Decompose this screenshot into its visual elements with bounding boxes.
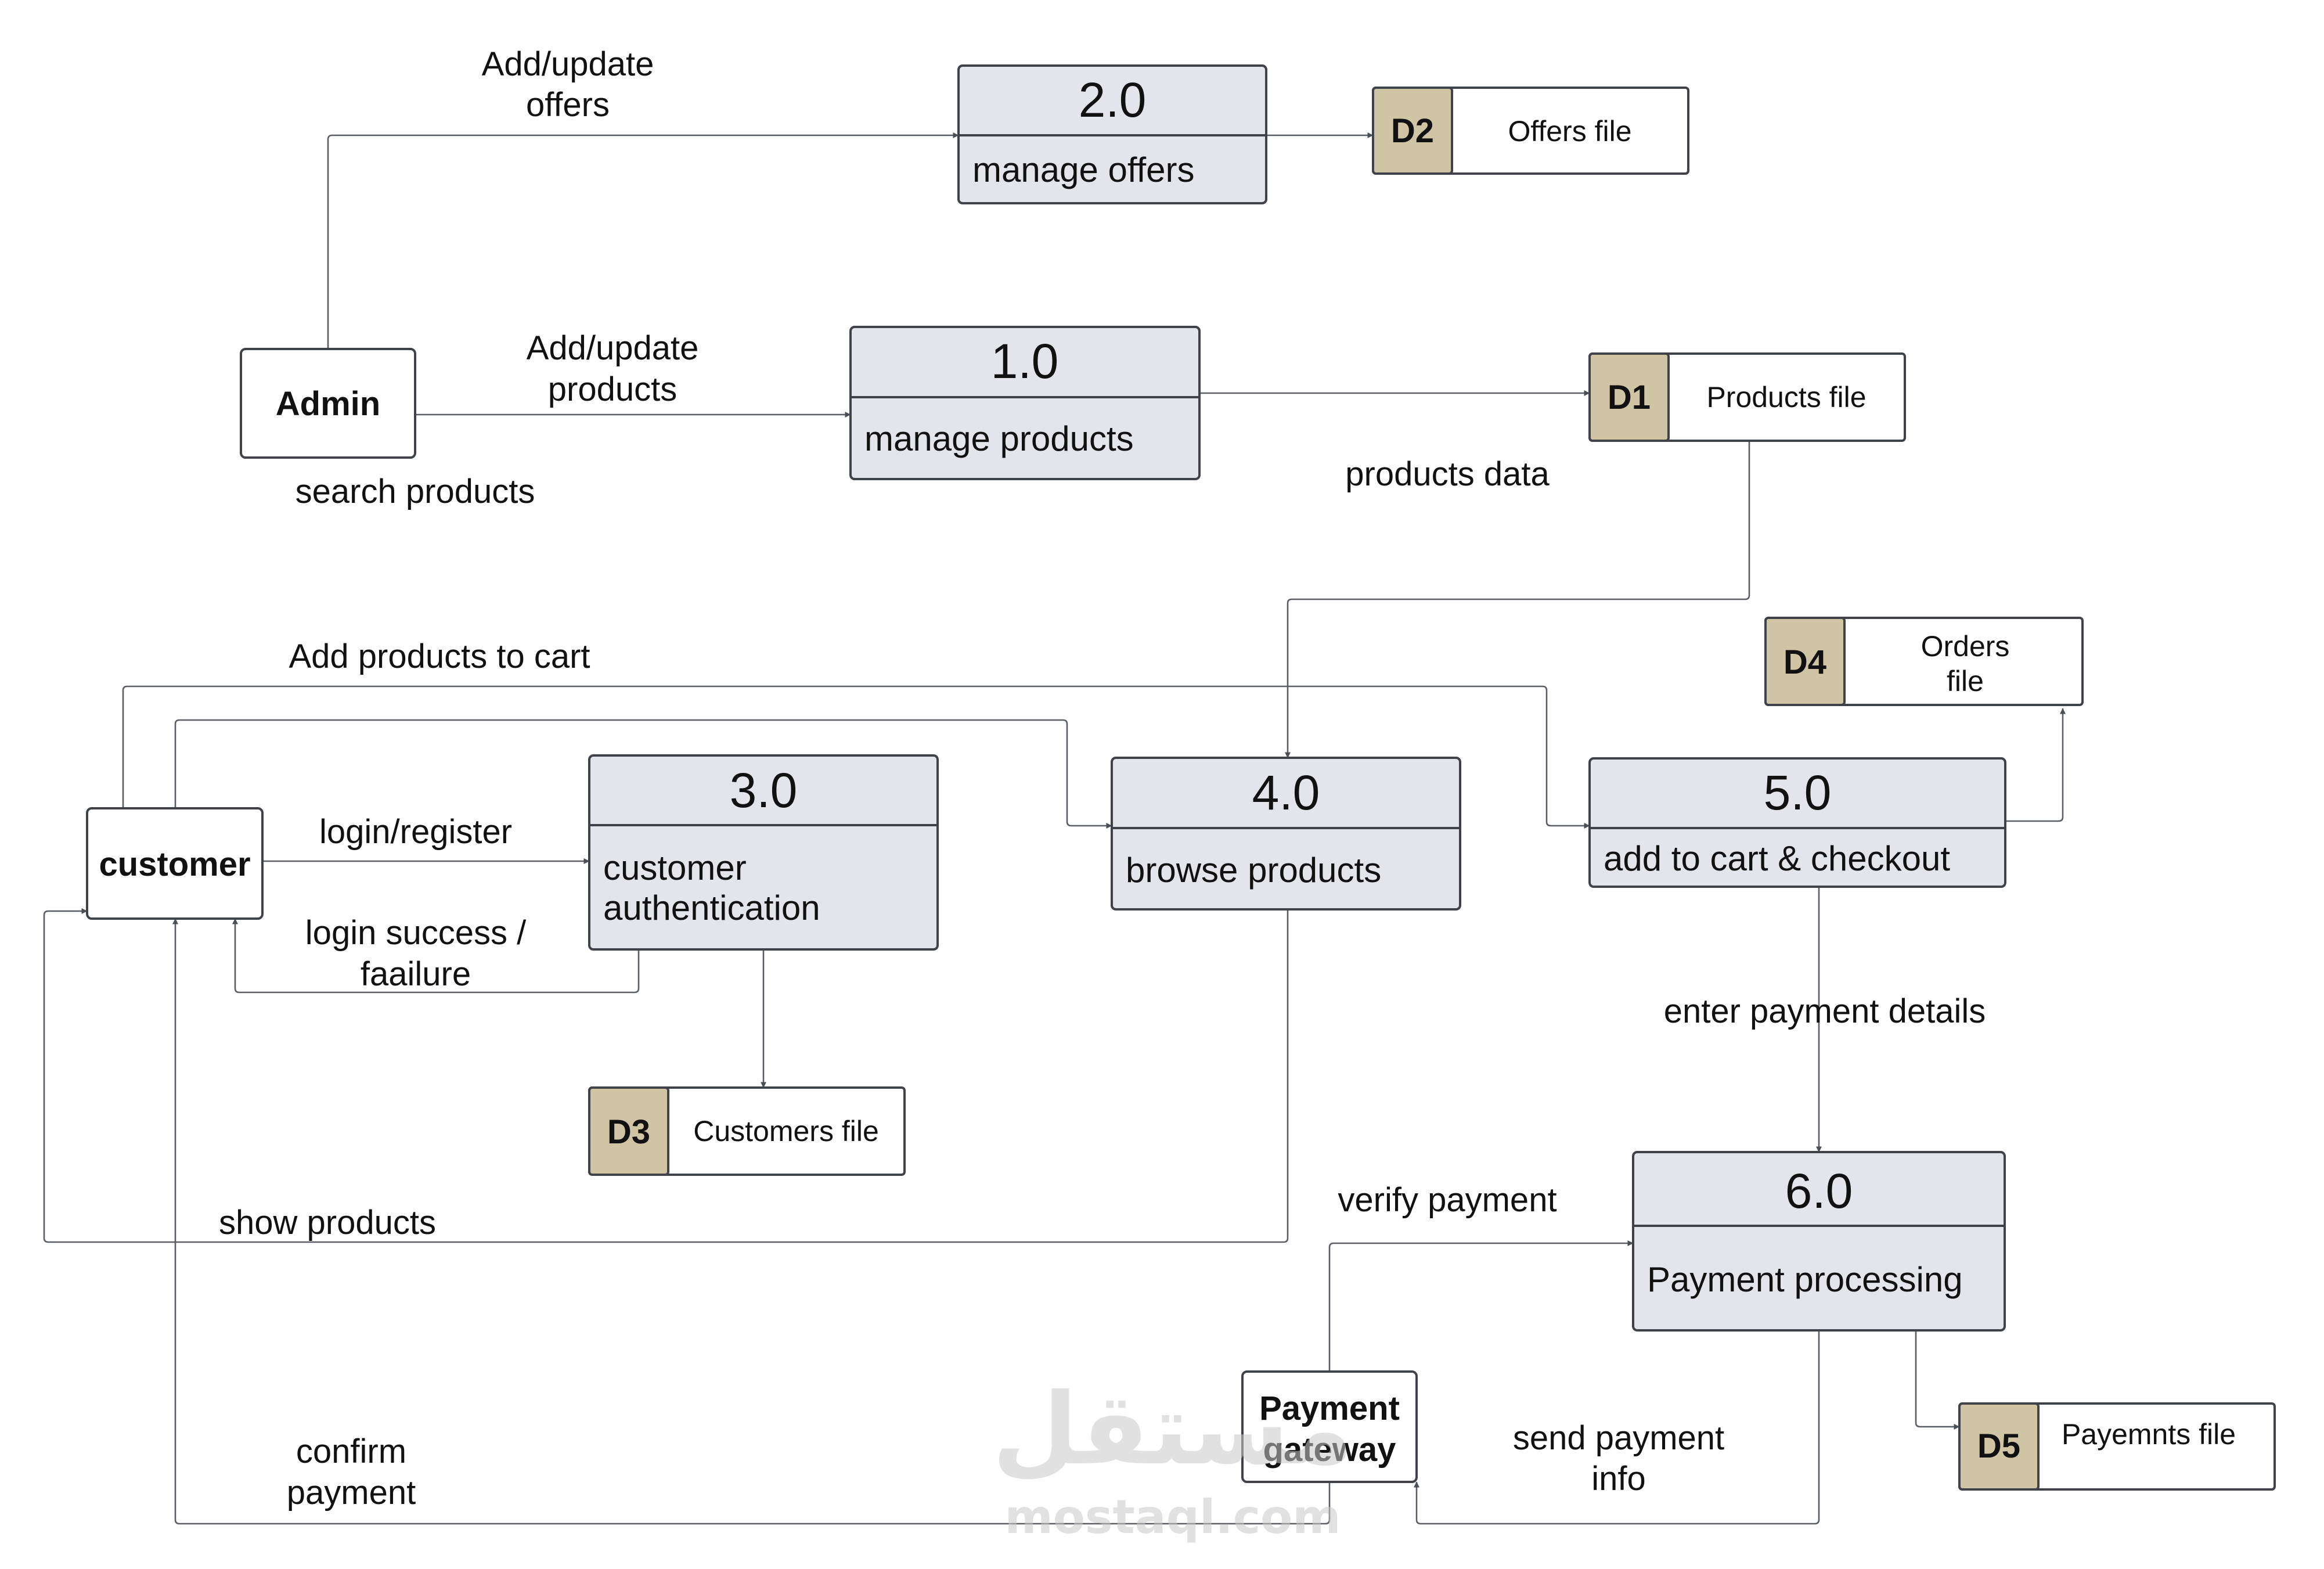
process-box bbox=[849, 326, 1201, 480]
store-name: Offers file bbox=[1508, 115, 1631, 147]
label-login-result-2: faailure bbox=[361, 955, 471, 993]
flow-gateway-to-payment bbox=[1328, 1240, 1634, 1372]
label-add-update-offers-2: offers bbox=[526, 86, 610, 124]
label-add-update-products-2: products bbox=[548, 370, 677, 408]
watermark-arabic: مستقل bbox=[992, 1372, 1353, 1487]
process-number: 6.0 bbox=[1785, 1164, 1853, 1218]
entity-label-line1: Payment bbox=[1259, 1390, 1400, 1427]
flow-browse-to-customer bbox=[43, 908, 1289, 1243]
process-number: 4.0 bbox=[1252, 765, 1320, 820]
process-2-0: 2.0 manage offers bbox=[957, 64, 1267, 204]
process-number: 1.0 bbox=[991, 334, 1059, 388]
process-name: browse products bbox=[1126, 851, 1381, 890]
store-d1: D1 Products file bbox=[1588, 352, 1906, 442]
label-confirm-payment-1: confirm bbox=[296, 1433, 406, 1470]
label-show-products: show products bbox=[219, 1204, 436, 1241]
process-box bbox=[1588, 757, 2006, 888]
label-login-result-1: login success / bbox=[305, 914, 527, 952]
entity-payment-gateway: Payment gateway bbox=[1241, 1370, 1418, 1483]
process-name-line1: customer bbox=[603, 848, 747, 887]
process-name: add to cart & checkout bbox=[1604, 839, 1950, 878]
entity-customer: customer bbox=[86, 807, 264, 920]
flow-payment-to-gateway bbox=[1414, 1330, 1820, 1525]
store-id: D2 bbox=[1391, 112, 1434, 150]
store-d4: D4 Orders file bbox=[1764, 617, 2084, 706]
label-add-update-products-1: Add/update bbox=[527, 329, 699, 367]
flow-admin-to-manage-offers bbox=[327, 132, 959, 349]
process-name-line2: authentication bbox=[603, 888, 820, 927]
process-4-0: 4.0 browse products bbox=[1111, 757, 1461, 911]
process-box bbox=[1632, 1151, 2006, 1332]
process-1-0: 1.0 manage products bbox=[849, 326, 1201, 480]
process-number: 3.0 bbox=[730, 763, 798, 818]
flow-d1-to-browse-products bbox=[1285, 441, 1750, 758]
watermark-latin: mostaql.com bbox=[1005, 1490, 1341, 1544]
process-number: 2.0 bbox=[1079, 73, 1147, 127]
store-id: D1 bbox=[1608, 379, 1651, 416]
process-name: Payment processing bbox=[1647, 1260, 1963, 1299]
process-name: manage offers bbox=[972, 150, 1194, 189]
process-5-0: 5.0 add to cart & checkout bbox=[1588, 757, 2006, 888]
store-name: Payemnts file bbox=[2062, 1418, 2236, 1451]
entity-label: Admin bbox=[276, 385, 380, 423]
store-id: D5 bbox=[1977, 1427, 2020, 1465]
entity-admin: Admin bbox=[240, 348, 416, 459]
flow-checkout-to-d4 bbox=[2005, 708, 2066, 822]
label-verify-payment: verify payment bbox=[1338, 1181, 1556, 1219]
flow-lines bbox=[43, 132, 2066, 1525]
store-name: Products file bbox=[1706, 381, 1866, 413]
flow-authentication-to-customer bbox=[232, 918, 640, 994]
label-confirm-payment-2: payment bbox=[287, 1474, 416, 1512]
flow-payment-to-d5 bbox=[1915, 1330, 1960, 1430]
entity-label: customer bbox=[99, 845, 250, 883]
process-name: manage products bbox=[864, 419, 1134, 458]
entity-label-line2: gateway bbox=[1263, 1431, 1396, 1469]
process-3-0: 3.0 customer authentication bbox=[588, 754, 939, 951]
process-box bbox=[588, 754, 939, 951]
label-send-payment-2: info bbox=[1591, 1460, 1646, 1498]
process-box bbox=[1111, 757, 1461, 911]
store-name-line1: Orders bbox=[1921, 630, 2010, 663]
store-d3: D3 Customers file bbox=[588, 1086, 906, 1176]
watermark: مستقل mostaql.com bbox=[992, 1372, 1353, 1544]
store-id: D3 bbox=[607, 1113, 650, 1151]
store-id: D4 bbox=[1783, 643, 1826, 681]
flow-customer-to-browse-products bbox=[174, 719, 1112, 829]
flow-labels: Add/update offers Add/update products se… bbox=[219, 45, 1986, 1512]
store-d2: D2 Offers file bbox=[1372, 87, 1689, 175]
store-name-line2: file bbox=[1947, 665, 1984, 697]
process-number: 5.0 bbox=[1764, 765, 1832, 820]
label-add-to-cart: Add products to cart bbox=[289, 638, 590, 675]
label-search-products: search products bbox=[296, 473, 535, 510]
store-name: Customers file bbox=[693, 1115, 879, 1147]
flow-gateway-to-customer bbox=[172, 918, 1331, 1525]
label-products-data: products data bbox=[1345, 455, 1550, 493]
flow-customer-to-add-to-cart bbox=[122, 685, 1590, 829]
label-add-update-offers-1: Add/update bbox=[482, 45, 654, 83]
label-enter-payment: enter payment details bbox=[1664, 992, 1986, 1030]
process-6-0: 6.0 Payment processing bbox=[1632, 1151, 2006, 1332]
label-send-payment-1: send payment bbox=[1513, 1419, 1724, 1457]
store-d5: D5 Payemnts file bbox=[1958, 1402, 2276, 1491]
label-login-register: login/register bbox=[319, 813, 512, 851]
